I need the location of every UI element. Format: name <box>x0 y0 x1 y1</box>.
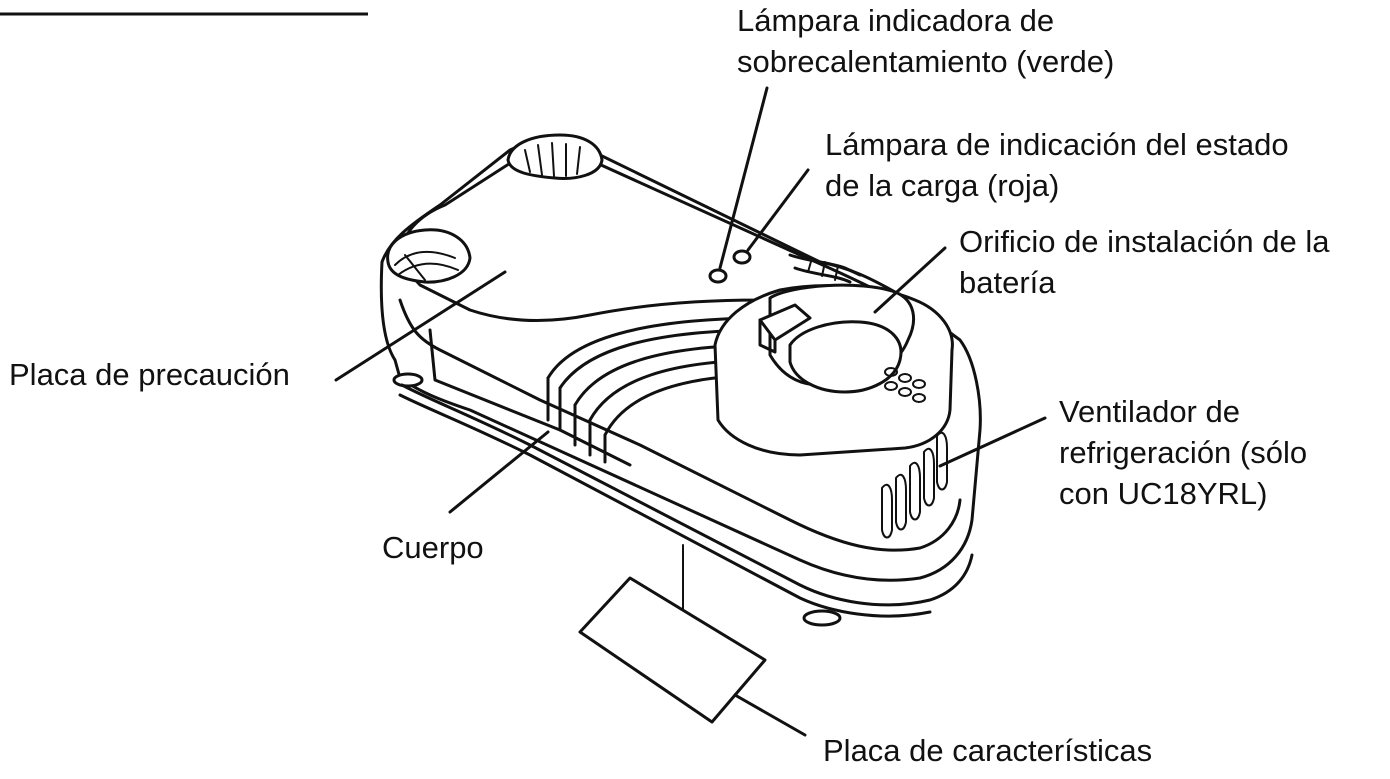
leader-charge <box>746 168 810 252</box>
charger-body-drawing <box>379 139 982 627</box>
rear-grip-drawing <box>506 133 604 180</box>
power-cord-drawing <box>788 253 862 284</box>
nameplate-drawing <box>578 576 767 724</box>
front-grip-drawing <box>386 228 472 284</box>
leader-battery <box>873 246 947 314</box>
cooling-fan-label: Ventilador de refrigeración (sólo con UC… <box>1059 394 1308 511</box>
battery-socket-drawing <box>713 283 954 457</box>
charge-lamp-label: Lámpara de indicación del estado de la c… <box>825 127 1289 203</box>
leader-caution <box>334 270 507 382</box>
body-label: Cuerpo <box>382 530 484 565</box>
battery-hole-label: Orificio de instalación de la batería <box>959 224 1330 300</box>
overheat-lamp-label: Lámpara indicadora de sobrecalentamiento… <box>737 3 1115 79</box>
leader-nameplate <box>733 693 807 737</box>
fan-grille-drawing <box>881 431 948 539</box>
leader-fan <box>938 416 1047 468</box>
charge-lamp-drawing <box>732 249 752 265</box>
overheat-lamp-drawing <box>708 268 728 284</box>
leader-overheat <box>718 86 769 270</box>
leader-body <box>448 430 550 514</box>
caution-plate-label: Placa de precaución <box>9 357 290 392</box>
nameplate-label: Placa de características <box>823 733 1153 768</box>
